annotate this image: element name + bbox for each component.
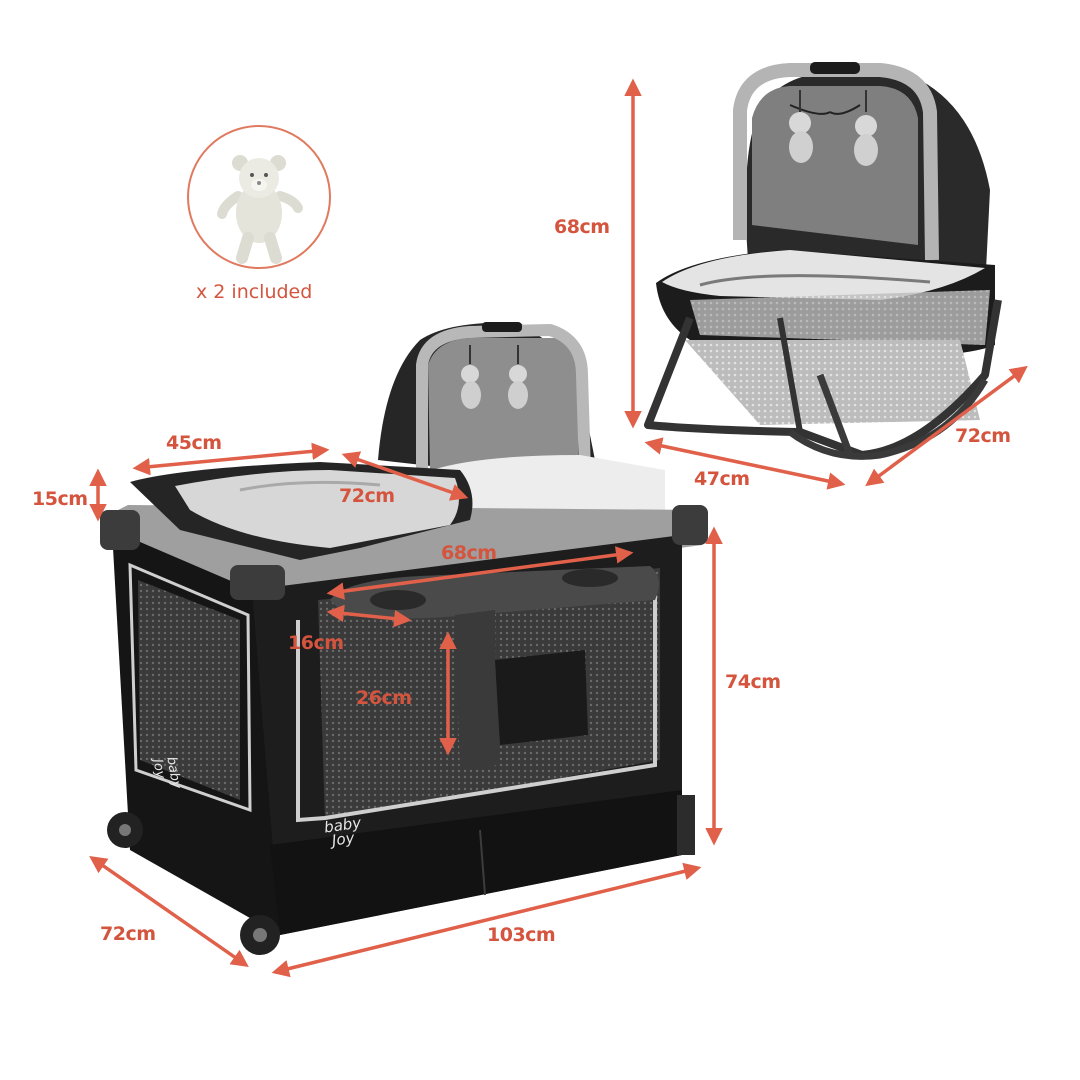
brand-logo: baby Joy <box>323 814 364 850</box>
label-bassinet-width: 47cm <box>694 468 750 490</box>
arrow-bassinet-width <box>644 437 846 490</box>
label-playard-depth: 72cm <box>100 923 156 945</box>
organizer-stem <box>455 610 498 770</box>
playard-leg <box>677 795 695 855</box>
arrow-playard-length <box>271 862 702 978</box>
toy-badge <box>187 125 331 269</box>
playard-front-trim <box>296 575 657 823</box>
label-playard-height: 74cm <box>725 671 781 693</box>
label-bassinet-depth: 72cm <box>955 425 1011 447</box>
label-organizer-width: 68cm <box>441 542 497 564</box>
toy-badge-caption: x 2 included <box>196 281 313 303</box>
brand-logo: baby Joy <box>150 756 184 793</box>
bassinet-canopy-panel <box>752 86 918 245</box>
organizer-bag <box>495 650 588 745</box>
bassinet-arch-handle <box>810 62 860 74</box>
arrow-changer-length <box>341 451 469 501</box>
teddy-bear-icon <box>217 155 303 264</box>
playard-corner-cap <box>230 565 285 600</box>
caster-wheel <box>240 915 280 955</box>
label-bassinet-height: 68cm <box>554 216 610 238</box>
playard-side-mesh <box>138 580 240 800</box>
bassinet-illustration <box>644 62 1002 460</box>
label-organizer-height: 26cm <box>356 687 412 709</box>
label-changer-height: 15cm <box>32 488 88 510</box>
hanging-toy-bear <box>789 90 813 163</box>
play-yard-illustration <box>100 322 708 955</box>
playard-bassinet-mattress <box>432 455 665 520</box>
playard-corner-cap <box>100 510 140 550</box>
arrow-playard-depth <box>89 856 249 967</box>
hanging-toy-bear <box>854 90 878 166</box>
cup-holder <box>562 569 618 587</box>
playard-canopy-panel <box>428 338 578 470</box>
label-changer-width: 45cm <box>166 432 222 454</box>
dimension-arrows <box>89 78 1028 978</box>
label-playard-length: 103cm <box>487 924 556 946</box>
arrow-bassinet-depth <box>865 365 1028 487</box>
cup-holder <box>370 590 426 610</box>
label-changer-length: 72cm <box>339 485 395 507</box>
hanging-toy-bear <box>461 345 481 409</box>
arrow-organizer-width <box>326 546 634 600</box>
arrow-organizer-depth <box>326 604 412 628</box>
caster-wheel <box>107 812 143 848</box>
hanging-toy-bear <box>508 345 528 409</box>
bassinet-mesh-side <box>690 290 990 345</box>
playard-arch-handle <box>482 322 522 332</box>
playard-corner-cap <box>672 505 708 545</box>
arrow-changer-width <box>132 442 330 476</box>
label-organizer-depth: 16cm <box>288 632 344 654</box>
